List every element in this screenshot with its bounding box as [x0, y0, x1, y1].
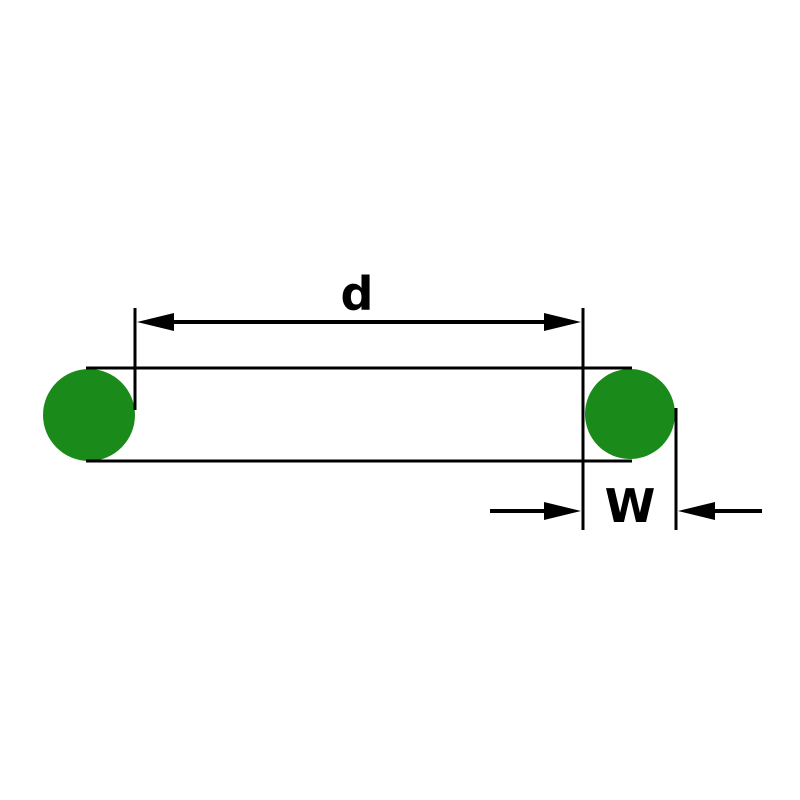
oring-cross-section-left — [43, 369, 135, 461]
dimension-d-arrowhead-right — [544, 313, 581, 331]
dimension-w-arrowhead-left — [544, 502, 581, 520]
dimension-w-label: W — [605, 479, 656, 533]
oring-cross-section-right — [585, 369, 675, 459]
dimension-w-arrowhead-right — [678, 502, 715, 520]
dimension-d-arrowhead-left — [137, 313, 174, 331]
dimension-d-label: d — [341, 267, 374, 321]
